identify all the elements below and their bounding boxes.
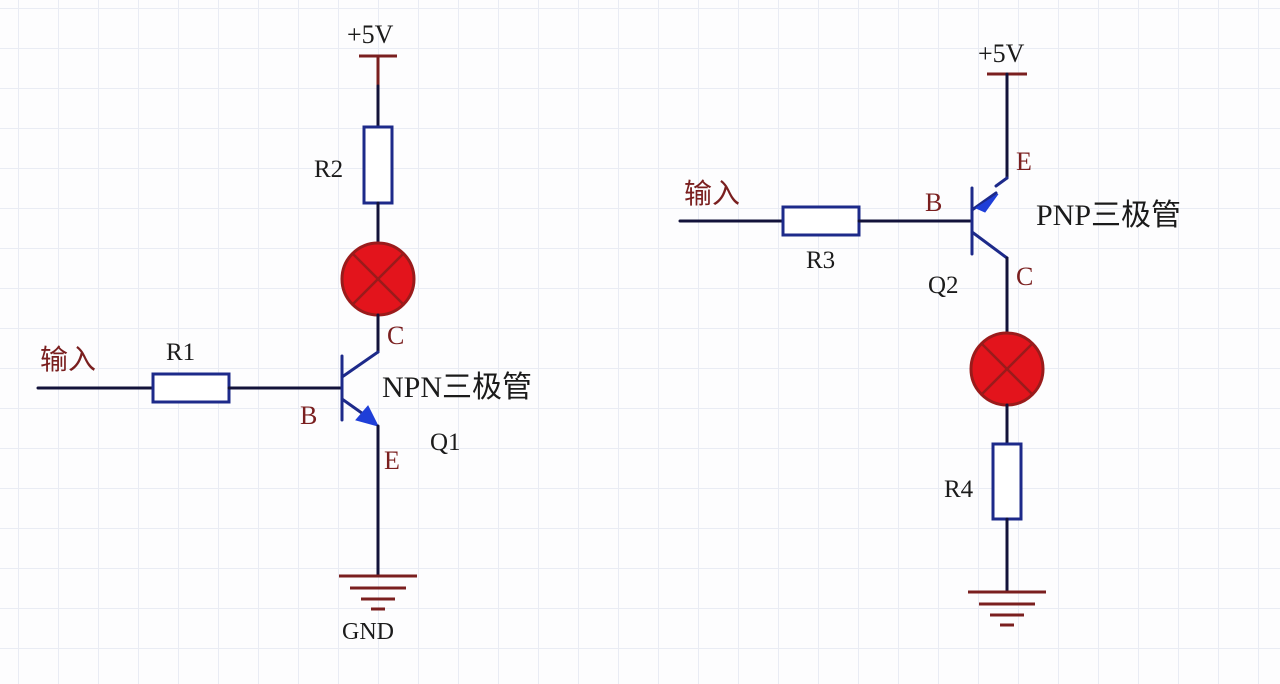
pnp-pin-b-label: B: [925, 188, 943, 217]
npn-resistor-r1: [151, 372, 231, 404]
npn-ground-symbol: [339, 574, 417, 611]
pnp-transistor-q2: [970, 176, 1009, 260]
npn-input-label: 输入: [40, 343, 97, 376]
pnp-emitter-arrow: [974, 193, 999, 213]
pnp-ground-symbol: [968, 590, 1046, 627]
pnp-resistor-r3: [781, 205, 861, 237]
pnp-pin-c-label: C: [1016, 262, 1034, 291]
npn-resistor-r2: [362, 125, 394, 205]
npn-ground-label: GND: [342, 619, 394, 645]
pnp-lamp: [969, 331, 1045, 407]
pnp-r4-label: R4: [944, 476, 974, 503]
pnp-transistor-type-label: PNP三极管: [1036, 199, 1182, 232]
npn-pin-e-label: E: [384, 446, 400, 475]
pnp-resistor-r4: [991, 442, 1023, 521]
pnp-circuit: [678, 72, 1046, 627]
npn-transistor-q1: [340, 350, 380, 427]
pnp-supply-label: +5V: [978, 39, 1025, 68]
pnp-r3-label: R3: [806, 247, 836, 274]
pnp-transistor-ref-label: Q2: [928, 272, 959, 299]
npn-transistor-ref-label: Q1: [430, 429, 461, 456]
npn-circuit: [36, 54, 417, 611]
pnp-pin-e-label: E: [1016, 147, 1032, 176]
npn-transistor-type-label: NPN三极管: [382, 371, 533, 404]
npn-supply-label: +5V: [347, 20, 394, 49]
npn-r2-label: R2: [314, 156, 344, 183]
npn-pin-b-label: B: [300, 401, 318, 430]
npn-lamp: [340, 241, 416, 317]
npn-emitter-arrow: [355, 405, 379, 427]
pnp-input-label: 输入: [684, 177, 741, 210]
npn-pin-c-label: C: [387, 321, 405, 350]
npn-r1-label: R1: [166, 339, 196, 366]
